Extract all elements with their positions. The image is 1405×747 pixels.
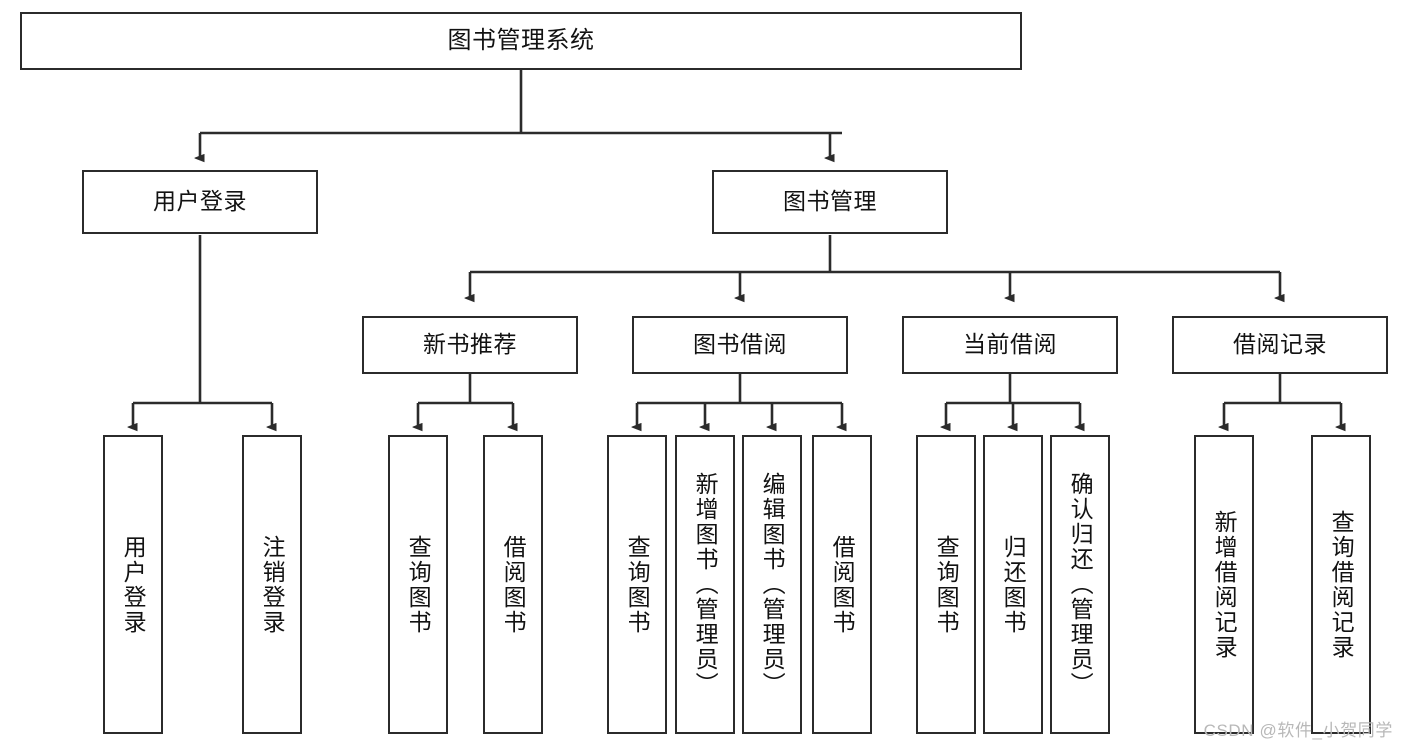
- leaf-add-book-admin[interactable]: 新增图书（管理员）: [675, 435, 735, 734]
- node-label: 编辑图书（管理员）: [759, 472, 786, 697]
- leaf-borrow-book-recommend[interactable]: 借阅图书: [483, 435, 543, 734]
- node-label: 借阅记录: [1233, 331, 1327, 358]
- node-label: 新书推荐: [423, 331, 517, 358]
- leaf-edit-book-admin[interactable]: 编辑图书（管理员）: [742, 435, 802, 734]
- node-book-management[interactable]: 图书管理: [712, 170, 948, 234]
- leaf-confirm-return-admin[interactable]: 确认归还（管理员）: [1050, 435, 1110, 734]
- node-label: 新增图书（管理员）: [692, 472, 719, 697]
- node-label: 注销登录: [259, 534, 286, 635]
- leaf-query-book-borrow[interactable]: 查询图书: [607, 435, 667, 734]
- leaf-return-book[interactable]: 归还图书: [983, 435, 1043, 734]
- node-label: 新增借阅记录: [1211, 509, 1238, 660]
- node-label: 图书管理: [783, 188, 877, 215]
- node-book-management-system[interactable]: 图书管理系统: [20, 12, 1022, 70]
- node-label: 图书管理系统: [447, 26, 595, 54]
- node-label: 借阅图书: [500, 534, 527, 635]
- node-label: 借阅图书: [829, 534, 856, 635]
- node-label: 查询借阅记录: [1328, 509, 1355, 660]
- leaf-user-login[interactable]: 用户登录: [103, 435, 163, 734]
- leaf-borrow-book[interactable]: 借阅图书: [812, 435, 872, 734]
- leaf-query-book-recommend[interactable]: 查询图书: [388, 435, 448, 734]
- node-label: 图书借阅: [693, 331, 787, 358]
- leaf-query-borrow-record[interactable]: 查询借阅记录: [1311, 435, 1371, 734]
- node-label: 查询图书: [624, 534, 651, 635]
- node-label: 当前借阅: [963, 331, 1057, 358]
- node-current-borrow[interactable]: 当前借阅: [902, 316, 1118, 374]
- leaf-query-book-current[interactable]: 查询图书: [916, 435, 976, 734]
- node-user-login[interactable]: 用户登录: [82, 170, 318, 234]
- node-label: 用户登录: [120, 534, 147, 635]
- leaf-logout[interactable]: 注销登录: [242, 435, 302, 734]
- node-label: 确认归还（管理员）: [1067, 472, 1094, 697]
- node-new-book-recommend[interactable]: 新书推荐: [362, 316, 578, 374]
- leaf-add-borrow-record[interactable]: 新增借阅记录: [1194, 435, 1254, 734]
- node-label: 归还图书: [1000, 534, 1027, 635]
- node-book-borrow[interactable]: 图书借阅: [632, 316, 848, 374]
- csdn-watermark: CSDN @软件_小贺同学: [1203, 721, 1393, 740]
- node-label: 查询图书: [405, 534, 432, 635]
- node-label: 查询图书: [933, 534, 960, 635]
- node-label: 用户登录: [153, 188, 247, 215]
- node-borrow-record[interactable]: 借阅记录: [1172, 316, 1388, 374]
